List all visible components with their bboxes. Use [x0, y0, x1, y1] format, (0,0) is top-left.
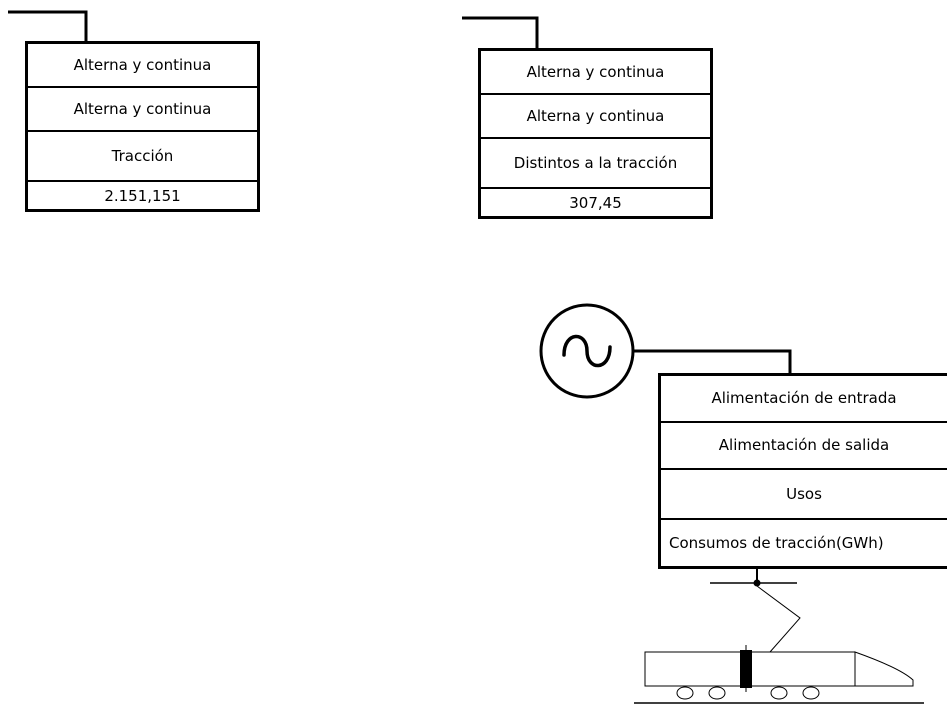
box-2-row-3: Distintos a la tracción — [481, 139, 710, 189]
box-1-row-2: Alterna y continua — [28, 88, 257, 132]
train-icon — [634, 645, 924, 704]
box-2: Alterna y continua Alterna y continua Di… — [478, 48, 713, 219]
box-1-feeder-line — [8, 10, 88, 41]
box-3-row-2: Alimentación de salida — [661, 423, 947, 470]
box-3-row-4: Consumos de tracción(GWh) — [669, 533, 884, 552]
box-2-row-4: 307,45 — [569, 193, 622, 212]
source-connection-line — [633, 349, 792, 373]
box-1-row-4: 2.151,151 — [104, 186, 181, 205]
box-2-row-1: Alterna y continua — [481, 51, 710, 95]
box-1-row-1: Alterna y continua — [28, 44, 257, 88]
pantograph-icon — [710, 568, 801, 653]
box-3-row-1: Alimentación de entrada — [661, 376, 947, 423]
box-3-row-3: Usos — [661, 470, 947, 520]
ac-source-icon — [539, 303, 635, 399]
box-1-row-3: Tracción — [28, 132, 257, 182]
box-2-feeder-line — [462, 16, 539, 48]
box-1: Alterna y continua Alterna y continua Tr… — [25, 41, 260, 212]
box-3: Alimentación de entrada Alimentación de … — [658, 373, 947, 569]
box-2-row-2: Alterna y continua — [481, 95, 710, 139]
